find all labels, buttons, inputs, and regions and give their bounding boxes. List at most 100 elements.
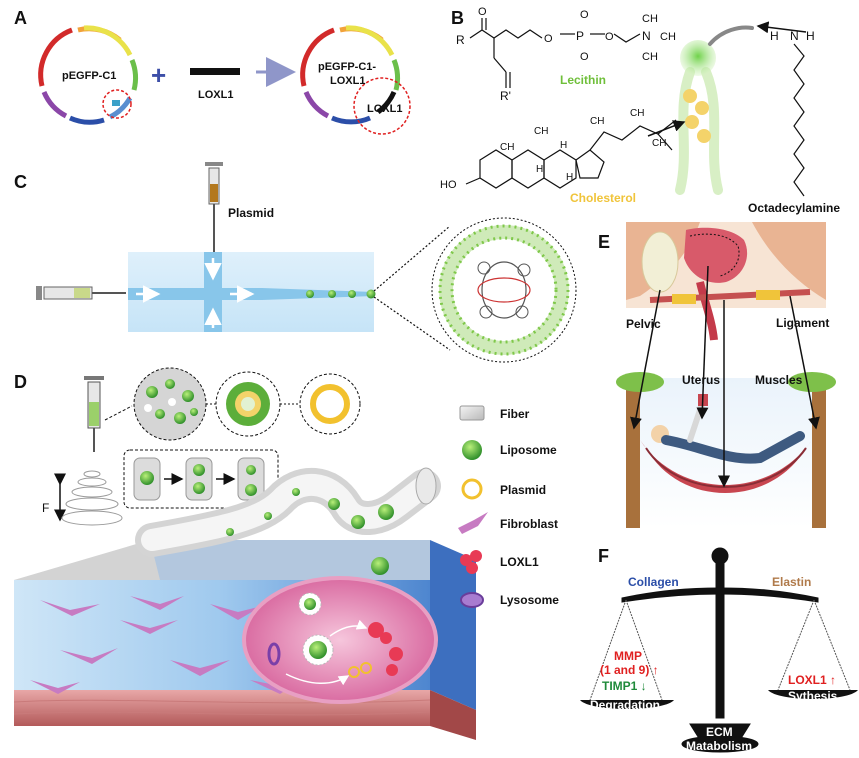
lecithin-o2: O	[544, 33, 553, 45]
cholesterol-ch3-b: CH	[534, 126, 548, 137]
cholesterol-label: Cholesterol	[570, 191, 636, 205]
synthesis-label: Sythesis	[788, 689, 838, 703]
panel-c: C Plasmid	[14, 162, 577, 363]
legend: Fiber Liposome Plasmid Fibroblast LOXL1	[458, 405, 559, 608]
amine-h-right: H	[806, 29, 815, 43]
lecithin-structure	[469, 18, 641, 88]
liposome-drop-3	[348, 290, 356, 298]
legend-item-loxl1: LOXL1	[460, 550, 539, 574]
amine-h-left: H	[770, 29, 779, 43]
arrow-ligament	[789, 295, 820, 430]
loxl1-insert-bar	[190, 68, 240, 75]
ligament-label: Ligament	[776, 316, 829, 330]
lecithin-n-plus: N	[642, 29, 651, 43]
cholesterol-ch3-c: CH	[590, 116, 604, 127]
plasmid-right-label-line2: LOXL1	[330, 75, 365, 87]
fiber-coil	[61, 470, 123, 526]
lecithin-p: P	[576, 29, 584, 43]
liposome-drop-1	[306, 290, 314, 298]
uterus-label: Uterus	[682, 373, 720, 387]
tree-left	[626, 378, 640, 528]
ecm-label-line1: ECM	[706, 725, 733, 739]
ecm-label-line2: Matabolism	[686, 739, 752, 753]
force-label: F	[42, 501, 49, 515]
tree-right	[812, 378, 826, 528]
loxl1-icon	[460, 550, 482, 574]
balance-scale	[621, 547, 819, 753]
loxl1-up-label: LOXL1 ↑	[788, 673, 836, 687]
loxl1-circle-label: LOXL1	[367, 103, 402, 115]
liposome-zoom	[431, 217, 577, 363]
panel-label-a: A	[14, 8, 27, 28]
panel-label-d: D	[14, 372, 27, 392]
fibroblast-icon	[458, 512, 488, 534]
legend-item-plasmid: Plasmid	[461, 478, 546, 500]
plasmid-icon	[461, 478, 483, 500]
muscle-layer-side	[430, 690, 476, 740]
legend-label-plasmid: Plasmid	[500, 483, 546, 497]
fiber-icon	[459, 405, 485, 421]
arrow-pelvic	[630, 289, 661, 430]
zoom-line-top	[373, 225, 451, 292]
plasmid-right-label-line1: pEGFP-C1-	[318, 61, 376, 73]
degradation-label: Degradation	[590, 698, 660, 712]
cholesterol-ch3-d: CH	[630, 108, 644, 119]
panel-label-b: B	[451, 8, 464, 28]
lecithin-o3: O	[580, 9, 589, 21]
panel-f: F Collagen Elastin MMP (1 and 9) ↑ TIMP1…	[580, 546, 858, 753]
lecithin-o1: O	[478, 6, 487, 18]
timp1-label: TIMP1 ↓	[602, 679, 647, 693]
lecithin-r: R	[456, 33, 465, 47]
legend-label-lysosome: Lysosome	[500, 593, 559, 607]
panel-d: D	[13, 367, 559, 740]
zoom-line-syringe	[104, 405, 133, 421]
fiber-tube-opening	[415, 467, 437, 505]
mmp-label-line1: MMP	[614, 649, 642, 663]
panel-label-e: E	[598, 232, 610, 252]
legend-label-liposome: Liposome	[500, 443, 557, 457]
liposome-drop-4	[366, 289, 376, 299]
plus-sign: +	[151, 60, 166, 90]
muscles-label: Muscles	[755, 373, 803, 387]
liposome-icon	[462, 440, 482, 460]
legend-label-fibroblast: Fibroblast	[500, 517, 558, 531]
legend-label-fiber: Fiber	[500, 407, 530, 421]
plasmid-left-label: pEGFP-C1	[62, 70, 116, 82]
fiber-liposomes	[226, 488, 394, 575]
legend-item-lysosome: Lysosome	[460, 592, 559, 608]
octadecylamine-label: Octadecylamine	[748, 201, 840, 215]
panel-label-f: F	[598, 546, 609, 566]
liposome-syringe	[36, 286, 126, 300]
cholesterol-h-a: H	[536, 164, 543, 175]
fibroblast-cell-zoom	[242, 576, 438, 704]
octadecylamine-chain	[793, 43, 805, 197]
left-pan	[580, 700, 674, 709]
cholesterol-h-c: H	[566, 172, 573, 183]
zoom-line-bottom	[373, 296, 451, 351]
plasmid-right-map	[300, 25, 411, 135]
tissue-block-side	[430, 540, 476, 710]
plasmid-label: Plasmid	[228, 206, 274, 220]
lecithin-ch3-c: CH	[642, 51, 658, 63]
cell-contents	[267, 592, 403, 686]
cholesterol-structure	[465, 119, 677, 189]
pelvic-label: Pelvic	[626, 317, 661, 331]
plasmid-zoom	[299, 373, 361, 435]
cholesterol-h-b: H	[560, 140, 567, 151]
plasmid-syringe	[205, 162, 223, 254]
cholesterol-ch3-e: CH	[652, 138, 666, 149]
legend-item-fiber: Fiber	[459, 405, 530, 421]
right-pan	[768, 690, 858, 699]
scale-chains	[589, 599, 851, 701]
loxl1-insert-label: LOXL1	[198, 89, 233, 101]
arrow-uterus	[696, 265, 709, 420]
cholesterol-ho: HO	[440, 179, 457, 191]
legend-label-loxl1: LOXL1	[500, 555, 539, 569]
lecithin-o5: O	[605, 31, 614, 43]
elastin-label: Elastin	[772, 575, 811, 589]
lecithin-label: Lecithin	[560, 73, 606, 87]
fiber-segments	[133, 457, 265, 501]
hammock	[640, 440, 812, 493]
mmp-label-line2: (1 and 9) ↑	[600, 663, 659, 677]
